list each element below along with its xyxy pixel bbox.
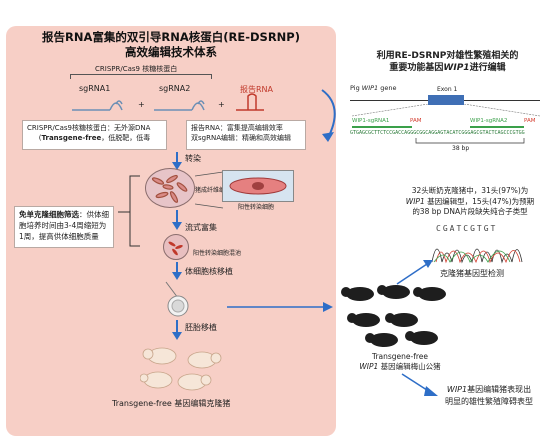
positive-pool-icon <box>163 234 189 260</box>
clone-bracket <box>118 175 140 247</box>
right-title-line1: 利用RE-DSRNP对雄性繁殖相关的 <box>376 51 519 61</box>
positive-cell-icon <box>229 177 287 195</box>
arrow-flow <box>176 210 178 224</box>
deletion-bracket <box>415 138 525 144</box>
meishan-boars-icon <box>341 285 446 347</box>
sgrna2-label: sgRNA2 <box>159 84 191 93</box>
title-line-2: 高效编辑技术体系 <box>125 45 217 59</box>
result-line3: 的38 bp DNA片段缺失纯合子类型 <box>412 207 528 216</box>
left-panel-title: 报告RNA富集的双引导RNA核蛋白(RE-DSRNP) 高效编辑技术体系 <box>6 30 336 60</box>
title-line-1: 报告RNA富集的双引导RNA核蛋白(RE-DSRNP) <box>42 30 300 44</box>
right-title-line2: 重要功能基因WIP1进行编辑 <box>350 62 545 74</box>
arrow-to-boars <box>227 302 333 312</box>
cloned-pig-label: Transgene-free 基因编辑克隆猪 <box>112 399 231 408</box>
arrow-transfect <box>176 152 178 164</box>
plus-sign-1: + <box>138 100 145 109</box>
result-line2-rest: 基因编辑型，15头(47%)为预期 <box>424 196 535 206</box>
phenotype-gene: WIP1 <box>446 385 468 394</box>
reporter-feature-line1: 报告RNA：富集提高编辑效率 <box>191 124 283 132</box>
arrow-scnt-head <box>172 272 182 280</box>
fibroblast-cells-icon <box>151 174 188 203</box>
arrow-flow-head <box>172 222 182 230</box>
chromatogram-icon <box>432 248 523 264</box>
result-line2: WIP1 基因编辑型，15头(47%)为预期 <box>400 197 540 208</box>
zoom-trapezoid <box>351 104 541 117</box>
sgrna2-icon <box>154 100 205 111</box>
cas9-bracket <box>70 74 212 79</box>
zoom-lines <box>195 171 224 209</box>
pam1-label: PAM <box>410 118 422 124</box>
cas9-feature-rest: ，低脱靶，低毒 <box>101 134 151 142</box>
fibroblast-label: 猪成纤维细胞 <box>195 187 232 194</box>
boar-line2: WIP1 基因编辑梅山公猪 <box>340 362 460 372</box>
clone-free-rest: ：供体细胞培养时间由3-4周缩短为1周，提高供体细胞质量 <box>19 210 109 241</box>
step-flow-label: 流式富集 <box>185 223 217 232</box>
genotype-label: 克隆猪基因型检测 <box>440 269 504 278</box>
boar-label: Transgene-free WIP1 基因编辑梅山公猪 <box>340 352 460 372</box>
sgrna1-label: sgRNA1 <box>79 84 111 93</box>
reporter-rna-label: 报告RNA <box>240 85 274 94</box>
phenotype-line1: WIP1基因编辑猪表现出 <box>430 384 548 396</box>
gene-label-post: gene <box>378 84 397 92</box>
cas9-label: CRISPR/Cas9 核糖核蛋白 <box>95 65 178 73</box>
gene-label-pre: Pig <box>350 84 362 92</box>
right-title-pre: 重要功能基因 <box>389 63 444 73</box>
chromatogram-bases: CGATCGTGT <box>436 224 498 233</box>
positive-pool-label: 阳性转染细胞混池 <box>193 250 242 257</box>
deletion-size-label: 38 bp <box>452 145 470 152</box>
reporter-feature-box: 报告RNA：富集提高编辑效率 双sgRNA编辑：精确和高效编辑 <box>186 120 306 150</box>
cell-dish-icon <box>145 168 195 208</box>
result-line1: 32头断奶克隆猪中，31头(97%)为 <box>411 186 529 195</box>
exon-label: Exon 1 <box>437 86 458 93</box>
embryo-icon <box>165 281 189 317</box>
right-title-gene: WIP1 <box>443 63 470 73</box>
sgrna1-icon <box>72 100 123 111</box>
arrow-to-genotype <box>396 260 433 285</box>
step-scnt-label: 体细胞核移植 <box>185 267 233 276</box>
phenotype-line1-rest: 基因编辑猪表现出 <box>467 385 532 394</box>
result-gene: WIP1 <box>405 196 425 206</box>
arrow-embryo-head <box>172 332 182 340</box>
arrow-transfect-head <box>172 162 182 170</box>
dna-sequence: GTGAGCGCTTCTCCGACCAGGGCGGCAGGAGTACATCGGG… <box>350 130 525 136</box>
transgene-free-bold: Transgene-free <box>41 134 102 142</box>
result-summary-box: 32头断奶克隆猪中，31头(97%)为 WIP1 基因编辑型，15头(47%)为… <box>400 186 540 218</box>
arrow-to-phenotype <box>401 373 438 396</box>
arrow-scnt <box>176 262 178 274</box>
pam2-label: PAM <box>524 118 536 124</box>
cas9-feature-line1: CRISPR/Cas9核糖核蛋白：无外源DNA <box>27 124 151 132</box>
gene-label-gene: WIP1 <box>361 84 379 92</box>
arrow-embryo <box>176 320 178 334</box>
sgrna2-site-label: WIP1-sgRNA2 <box>470 118 508 124</box>
boar-line2-rest: 基因编辑梅山公猪 <box>378 362 441 371</box>
gene-label: Pig WIP1 gene <box>350 84 397 92</box>
plus-sign-2: + <box>218 100 225 109</box>
clone-free-box: 免单克隆细胞筛选：供体细胞培养时间由3-4周缩短为1周，提高供体细胞质量 <box>14 206 114 248</box>
zoomed-cell-icon <box>222 170 294 202</box>
phenotype-line2: 明显的雄性繁殖障碍表型 <box>445 397 533 406</box>
exon-box <box>428 95 464 105</box>
clone-free-bold: 免单克隆细胞筛选 <box>19 210 79 219</box>
step-transfect-label: 转染 <box>185 154 201 163</box>
cloned-piglets-icon <box>140 347 222 391</box>
reporter-rna-icon <box>236 93 264 111</box>
phenotype-label: WIP1基因编辑猪表现出 明显的雄性繁殖障碍表型 <box>430 384 548 408</box>
boar-line1: Transgene-free <box>371 352 429 361</box>
right-title-post: 进行编辑 <box>469 63 506 73</box>
cas9-feature-box: CRISPR/Cas9核糖核蛋白：无外源DNA (Transgene-free，… <box>22 120 167 150</box>
cas9-feature-line2: (Transgene-free，低脱靶，低毒 <box>38 134 151 142</box>
pool-cells-icon <box>168 241 183 256</box>
sgrna2-underline <box>470 126 524 128</box>
reporter-feature-line2: 双sgRNA编辑：精确和高效编辑 <box>191 134 291 142</box>
boar-gene: WIP1 <box>359 362 379 371</box>
sgrna1-site-label: WIP1-sgRNA1 <box>352 118 390 124</box>
step-embryo-label: 胚胎移植 <box>185 323 217 332</box>
curved-arrow-icon <box>321 89 336 142</box>
sgrna1-underline <box>352 126 412 128</box>
right-title: 利用RE-DSRNP对雄性繁殖相关的 重要功能基因WIP1进行编辑 <box>350 50 545 74</box>
positive-cell-label: 阳性转染细胞 <box>238 204 275 211</box>
